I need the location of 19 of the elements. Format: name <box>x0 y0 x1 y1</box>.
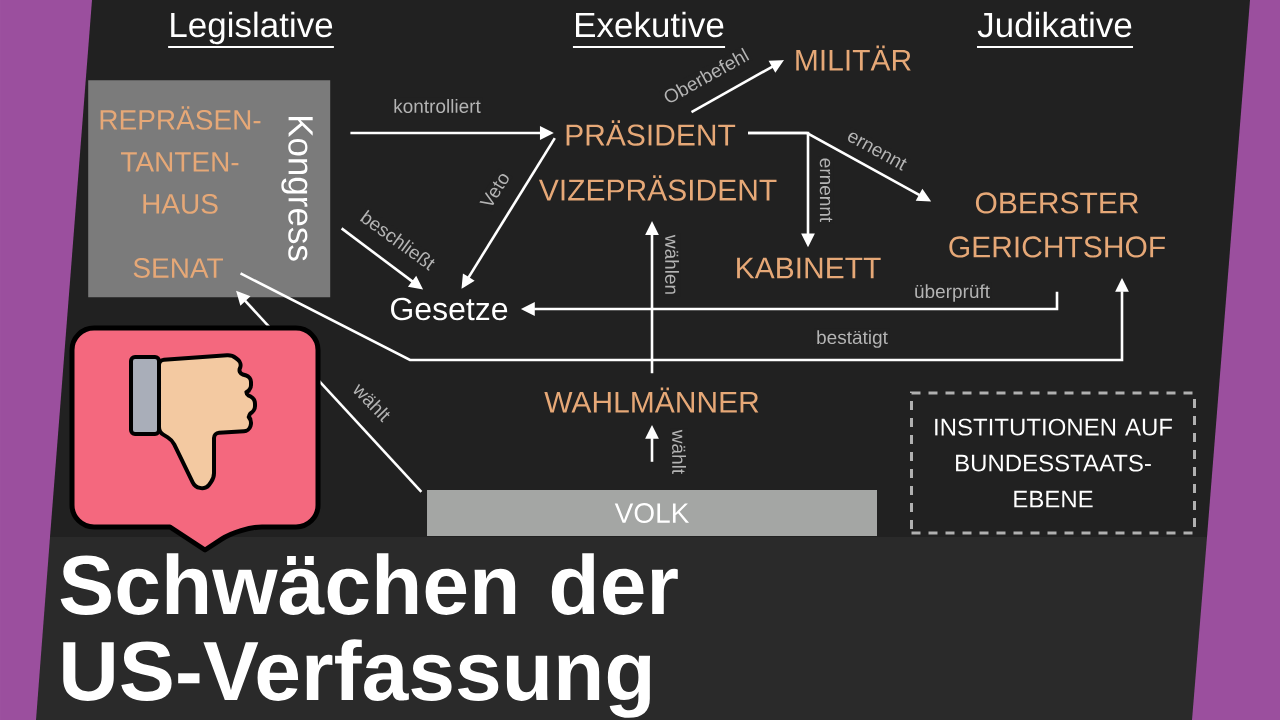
node-label: SENAT <box>133 258 223 278</box>
node-label: MILITÄR <box>796 45 911 71</box>
column-heading: Judikative <box>976 11 1134 48</box>
node-label: WAHLMÄNNER <box>544 387 759 413</box>
dashed-box: INSTITUTIONEN AUF BUNDESSTAATS- EBENE <box>910 391 1196 535</box>
edge-label: überprüft <box>912 282 992 304</box>
column-heading: Exekutive <box>571 11 727 48</box>
node-label: Gesetze <box>391 297 508 321</box>
column-heading: Legislative <box>167 11 335 48</box>
node-label: REPRÄSEN- TANTEN- HAUS <box>100 106 261 214</box>
node-label: PRÄSIDENT <box>566 120 736 146</box>
node-label: VIZEPRÄSIDENT <box>538 175 777 201</box>
edge-label: Veto <box>477 168 513 212</box>
people-bar: VOLK <box>427 490 877 536</box>
node-label: OBERSTER GERICHTSHOF <box>949 192 1165 258</box>
arrow <box>239 272 1129 362</box>
node-label: KABINETT <box>737 257 881 279</box>
edge-label: ernennt <box>818 156 834 224</box>
title: Schwächen der US-Verfassung <box>60 553 678 718</box>
